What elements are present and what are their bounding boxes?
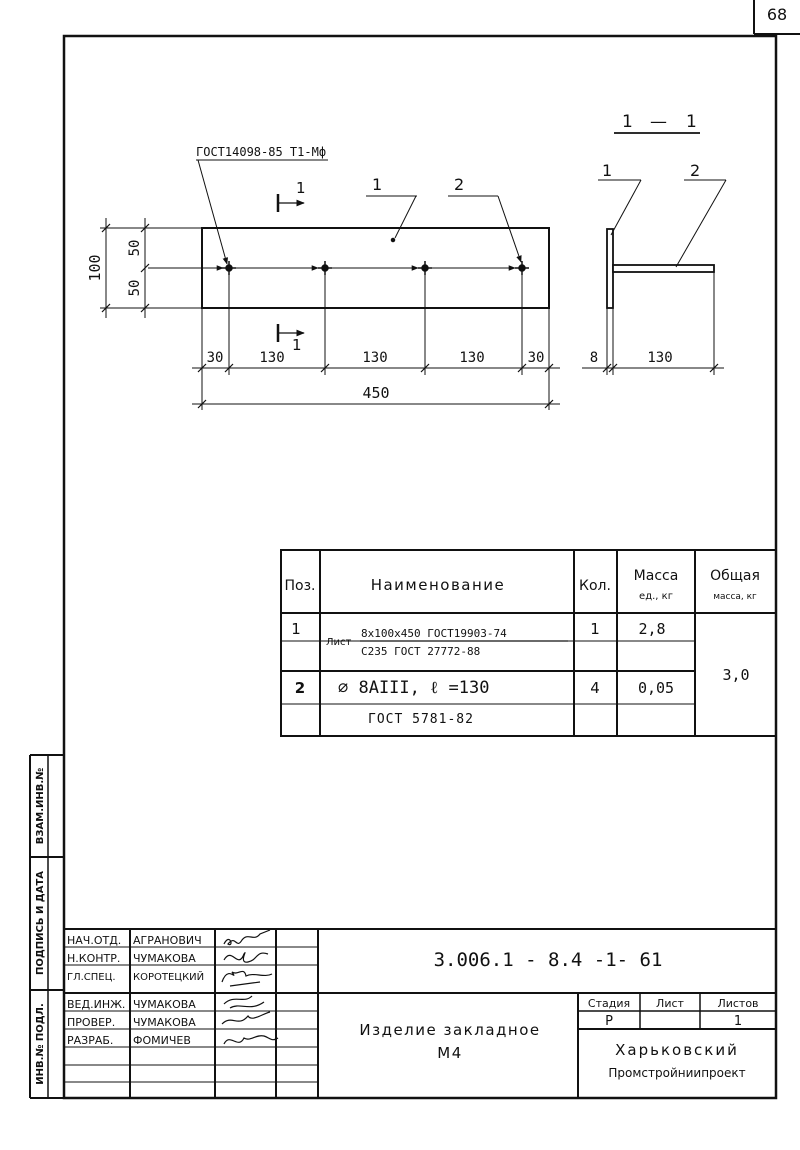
sheet-label: Лист — [656, 997, 684, 1010]
sheets-value: 1 — [734, 1014, 742, 1029]
stage-value: Р — [605, 1014, 613, 1029]
section-pos-2: 2 — [690, 161, 700, 180]
th-mass-total-1: Общая — [710, 568, 760, 584]
th-qty: Кол. — [579, 578, 611, 594]
dim-8: 8 — [590, 350, 598, 366]
dim-450: 450 — [362, 384, 389, 402]
role-2: Н.КОНТР. — [67, 952, 120, 965]
plate-plan-view: 30 130 130 130 30 450 100 50 50 1 1 — [86, 145, 560, 410]
row1-qty: 1 — [590, 620, 600, 638]
th-name: Наименование — [371, 576, 506, 594]
title-block: НАЧ.ОТД. АГРАНОВИЧ Н.КОНТР. ЧУМАКОВА ГЛ.… — [64, 928, 776, 1098]
stamp-vzam: ВЗАМ.ИНВ.№ — [35, 768, 46, 844]
dim-50-bottom: 50 — [127, 280, 143, 297]
stud-marks — [222, 237, 529, 275]
item-name-2: М4 — [437, 1044, 463, 1062]
row1-numerator: 8x100x450 ГОСТ19903-74 — [361, 627, 507, 640]
stamp-inv: ИНВ.№ ПОДЛ. — [35, 1003, 46, 1085]
dim-130-3: 130 — [459, 350, 484, 366]
section-mark-top: 1 — [276, 179, 306, 212]
row2-name2: ГОСТ 5781-82 — [368, 712, 474, 727]
role-6: РАЗРАБ. — [67, 1034, 113, 1047]
item-name-1: Изделие закладное — [359, 1021, 540, 1039]
th-mass-unit-2: ед., кг — [639, 591, 673, 602]
th-mass-total-2: масса, кг — [713, 592, 757, 602]
page-number-box: 68 — [753, 0, 800, 35]
role-4: ВЕД.ИНЖ. — [67, 998, 125, 1011]
stage-label: Стадия — [588, 997, 630, 1010]
section-title-right: 1 — [686, 112, 697, 132]
row1-prefix: Лист — [326, 637, 352, 648]
side-stamp-strip: ВЗАМ.ИНВ.№ ПОДПИСЬ И ДАТА ИНВ.№ ПОДЛ. — [29, 754, 64, 1099]
gost-note: ГОСТ14098-85 Т1-Мф — [196, 145, 326, 159]
sheets-label: Листов — [717, 997, 758, 1010]
role-5: ПРОВЕР. — [67, 1016, 115, 1029]
row2-qty: 4 — [590, 679, 600, 697]
row1-mass: 2,8 — [638, 620, 665, 638]
pos-2-label: 2 — [454, 175, 464, 194]
name-1: АГРАНОВИЧ — [133, 934, 202, 947]
row1-denominator: С235 ГОСТ 27772-88 — [361, 645, 480, 658]
signatures — [221, 929, 279, 1045]
name-4: ЧУМАКОВА — [133, 998, 196, 1011]
dim-130-2: 130 — [362, 350, 387, 366]
dim-50-top: 50 — [127, 240, 143, 257]
section-title-left: 1 — [622, 112, 633, 132]
dim-30-right: 30 — [528, 350, 545, 366]
row2-name: ⌀ 8АIII, ℓ =130 — [338, 678, 489, 698]
pos-1-label: 1 — [372, 175, 382, 194]
role-1: НАЧ.ОТД. — [67, 934, 121, 947]
dim-30-left: 30 — [207, 350, 224, 366]
dim-100: 100 — [86, 254, 104, 281]
section-title-dash: — — [650, 112, 667, 132]
stamp-podpis: ПОДПИСЬ И ДАТА — [35, 871, 46, 975]
section-mark-bottom: 1 — [276, 324, 305, 354]
th-mass-unit-1: Масса — [634, 568, 679, 584]
doc-code: 3.006.1 - 8.4 -1- 61 — [434, 949, 663, 971]
svg-text:1: 1 — [292, 336, 302, 354]
section-view: 1 — 1 1 2 8 130 — [582, 112, 727, 375]
row1-pos: 1 — [291, 620, 301, 638]
dim-130-1: 130 — [259, 350, 284, 366]
th-pos: Поз. — [285, 578, 316, 594]
name-6: ФОМИЧЕВ — [133, 1034, 191, 1047]
name-5: ЧУМАКОВА — [133, 1016, 196, 1029]
role-3: ГЛ.СПЕЦ. — [67, 972, 116, 983]
spec-table: Поз. Наименование Кол. Масса ед., кг Общ… — [280, 549, 777, 737]
org-line-2: Промстройниипроект — [608, 1066, 745, 1080]
svg-text:1: 1 — [296, 179, 306, 197]
name-3: КОРОТЕЦКИЙ — [133, 970, 204, 983]
page-number: 68 — [767, 5, 787, 24]
row2-mass: 0,05 — [638, 679, 674, 697]
dim-130-section: 130 — [647, 350, 672, 366]
section-pos-1: 1 — [602, 161, 612, 180]
total-mass: 3,0 — [722, 666, 749, 684]
name-2: ЧУМАКОВА — [133, 952, 196, 965]
org-line-1: Харьковский — [615, 1041, 739, 1059]
row2-pos: 2 — [295, 679, 305, 697]
